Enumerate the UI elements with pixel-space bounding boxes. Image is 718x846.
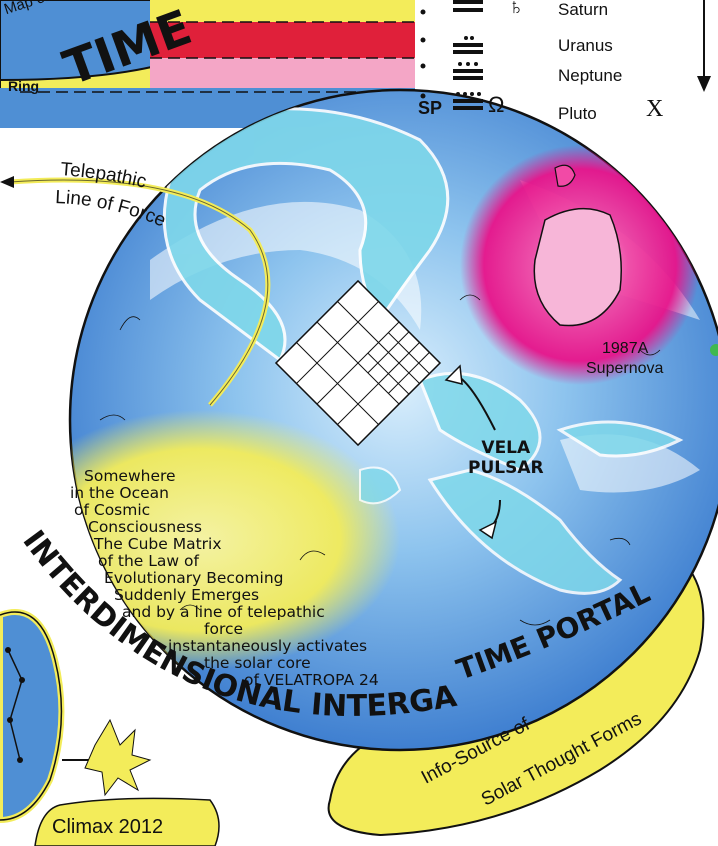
pulsar-label: PULSAR <box>468 458 544 478</box>
poem-line: and by a line of telepathic <box>122 603 325 621</box>
supernova-label-1: 1987A <box>602 340 649 357</box>
vela-pulsar-label: VELA PULSAR <box>468 438 544 478</box>
poem-line: of the Law of <box>98 552 199 570</box>
climax-label: Climax 2012 <box>52 816 164 838</box>
arrow-left-icon <box>0 176 14 188</box>
x-mark: X <box>646 96 664 122</box>
planet-saturn-label: Saturn <box>558 0 609 19</box>
down-arrow-icon <box>697 0 711 92</box>
ring-label: Ring <box>8 78 40 94</box>
poem-line: instantaneously activates <box>168 637 368 655</box>
pluto-symbol-icon: Ω <box>488 92 505 117</box>
poem-line: in the Ocean <box>70 484 170 502</box>
sp-label: SP <box>418 98 443 118</box>
climax-box <box>34 797 220 846</box>
poem-line: Consciousness <box>88 518 202 536</box>
poem-line: The Cube Matrix <box>94 535 222 553</box>
poem-line: of Cosmic <box>74 501 151 519</box>
poem-line: Somewhere <box>84 467 176 485</box>
planet-pluto-label: Pluto <box>558 104 597 123</box>
planet-uranus-label: Uranus <box>558 36 613 55</box>
poem-line: force <box>204 620 244 638</box>
poem-line: Suddenly Emerges <box>114 586 260 604</box>
poem-line: the solar core <box>204 654 311 672</box>
cube-matrix <box>274 279 442 447</box>
climax-cluster <box>0 609 152 824</box>
poem-line: Evolutionary Becoming <box>104 569 284 587</box>
planet-neptune-label: Neptune <box>558 66 623 85</box>
planet-bars <box>420 0 483 110</box>
supernova-label-2: Supernova <box>586 360 664 377</box>
saturn-symbol-icon: ♄ <box>508 0 525 19</box>
poem-block: Somewhere in the Ocean of Cosmic Conscio… <box>58 468 478 689</box>
poem-line: of VELATROPA 24 <box>244 671 379 689</box>
vela-label: VELA <box>481 438 531 458</box>
green-dot <box>710 344 718 356</box>
color-bands <box>0 0 415 128</box>
telepathic-label-1: Telepathic <box>60 159 149 193</box>
telepathic-label-2: Line of Force <box>55 187 169 232</box>
